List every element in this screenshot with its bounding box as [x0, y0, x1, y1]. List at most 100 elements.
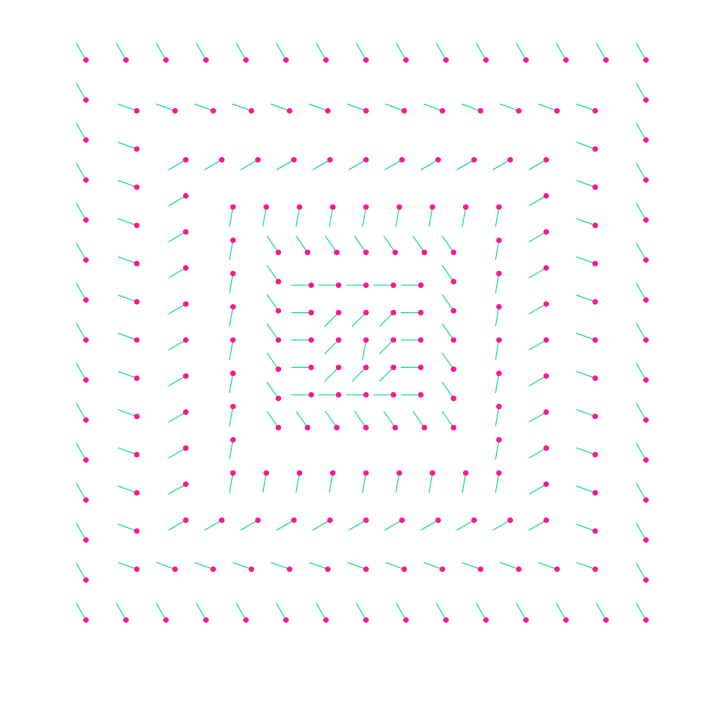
vector-point [308, 309, 315, 316]
vector-line [75, 522, 87, 541]
vector-line [635, 562, 647, 581]
vector-point [183, 157, 189, 163]
vector-line [266, 264, 279, 282]
vector-line [346, 103, 367, 112]
vector-point [275, 278, 282, 285]
vector-point [134, 528, 140, 534]
vector-point [401, 108, 408, 114]
vector-point [255, 517, 261, 523]
vector-point [363, 282, 369, 289]
vector-point [134, 260, 140, 267]
vector-line [168, 447, 187, 459]
vector-point [83, 457, 89, 463]
vector-line [266, 323, 279, 341]
vector-point [592, 451, 598, 458]
vector-point [435, 517, 441, 523]
vector-point [403, 617, 409, 623]
vector-line [635, 402, 647, 421]
vector-line [324, 312, 340, 328]
vector-line [635, 242, 647, 261]
vector-point [83, 97, 89, 103]
vector-line [494, 240, 500, 261]
vector-point [283, 617, 289, 623]
vector-point [554, 566, 560, 572]
vector-line [384, 159, 403, 171]
vector-point [543, 265, 549, 271]
vector-point [643, 577, 649, 583]
vector-point [396, 470, 403, 476]
vector-point [83, 297, 89, 303]
vector-point [543, 229, 549, 235]
vector-line [395, 472, 400, 493]
vector-line [395, 206, 400, 227]
vector-point [308, 392, 315, 398]
vector-line [528, 519, 547, 531]
vector-line [635, 602, 647, 621]
vector-point [183, 481, 189, 488]
vector-point [308, 364, 315, 371]
vector-point [230, 304, 236, 310]
vector-point [496, 337, 502, 343]
vector-line [266, 381, 279, 399]
vector-point [243, 57, 249, 63]
vector-point [308, 337, 315, 343]
vector-point [603, 57, 609, 63]
vector-point [592, 337, 598, 343]
vector-point [496, 204, 502, 210]
vector-point [335, 282, 342, 289]
vector-line [528, 375, 547, 387]
vector-line [266, 294, 279, 312]
vector-line [262, 206, 267, 227]
vector-line [235, 602, 247, 621]
vector-point [363, 617, 369, 623]
vector-line [75, 162, 87, 181]
vector-line [576, 485, 596, 494]
vector-line [228, 206, 234, 227]
vector-line [266, 235, 279, 253]
vector-line [384, 519, 403, 531]
vector-point [496, 370, 502, 377]
vector-line [117, 332, 138, 341]
vector-line [528, 411, 547, 423]
vector-point [418, 309, 424, 316]
vector-line [635, 522, 647, 541]
vector-line [228, 273, 234, 294]
vector-line [355, 42, 367, 61]
vector-line [75, 202, 87, 221]
vector-point [325, 566, 331, 572]
vector-line [75, 82, 87, 101]
vector-point [183, 265, 189, 271]
vector-point [183, 301, 189, 307]
vector-line [492, 159, 511, 171]
vector-line [75, 122, 87, 141]
vector-point [435, 157, 441, 163]
vector-point [363, 57, 369, 63]
vector-point [418, 282, 424, 289]
vector-line [204, 519, 223, 531]
vector-line [235, 42, 247, 61]
vector-point [643, 457, 649, 463]
vector-line [295, 472, 301, 493]
vector-point [496, 237, 502, 244]
vector-point [123, 617, 129, 623]
vector-point [429, 470, 436, 476]
vector-point [523, 617, 529, 623]
vector-line [528, 483, 547, 495]
vector-point [483, 57, 489, 63]
vector-line [537, 561, 558, 570]
vector-line [441, 264, 455, 282]
vector-point [421, 249, 428, 256]
vector-line [115, 42, 127, 61]
vector-line [528, 303, 547, 315]
vector-line [155, 42, 167, 61]
vector-line [515, 602, 527, 621]
vector-point [543, 193, 549, 199]
vector-line [351, 312, 367, 328]
vector-line [528, 231, 547, 243]
vector-point [183, 193, 189, 199]
vector-point [643, 217, 649, 223]
vector-point [450, 278, 457, 285]
vector-point [523, 57, 529, 63]
